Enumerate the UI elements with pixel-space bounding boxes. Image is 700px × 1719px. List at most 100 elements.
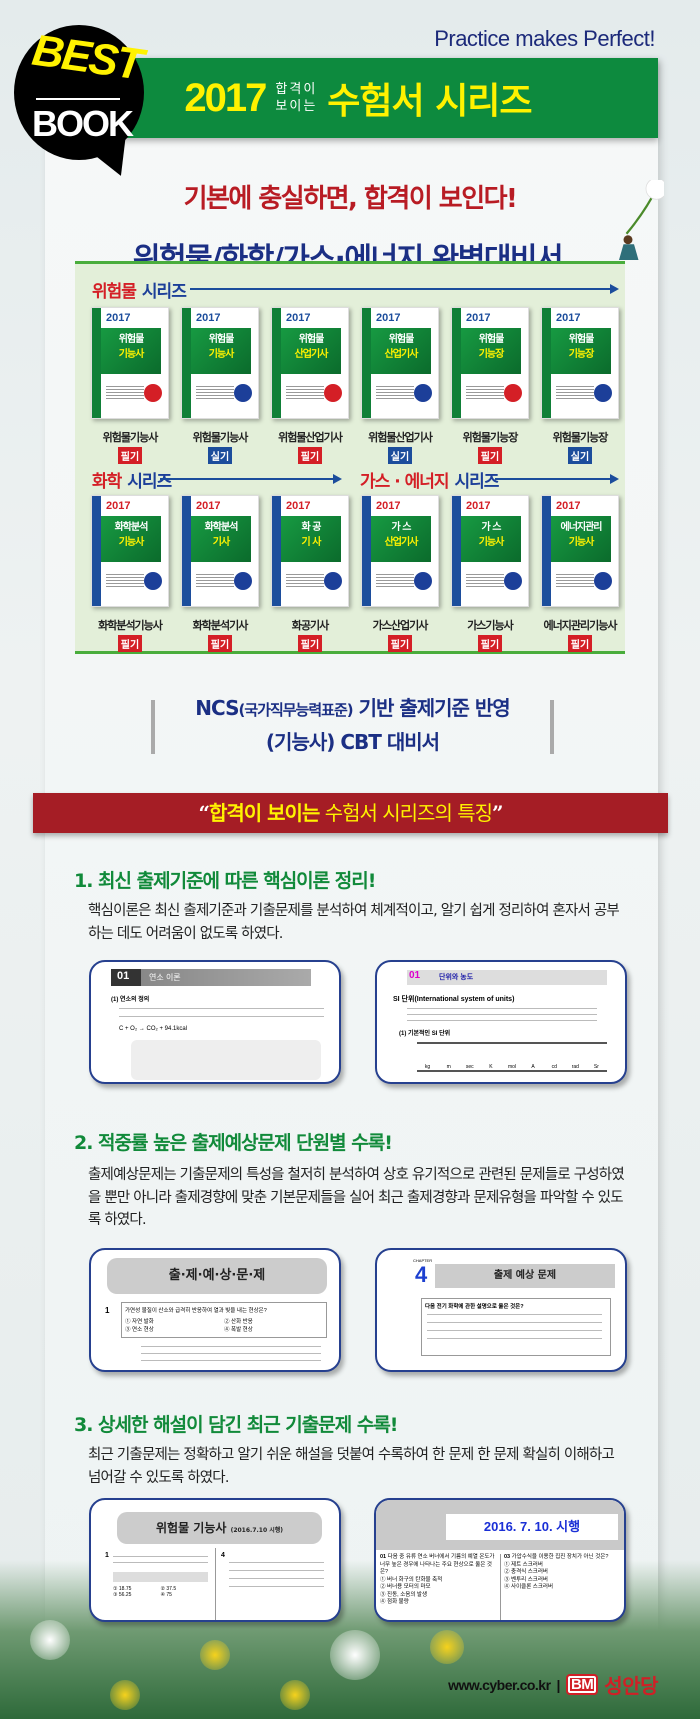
- headline-red: 기본에 충실하면, 합격이 보인다!: [183, 184, 518, 214]
- dandelion-girl-illustration: [619, 180, 664, 260]
- section-1-body: 핵심이론은 최신 출제기준과 기출문제를 분석하여 체계적이고, 알기 쉽게 정…: [88, 903, 620, 942]
- book-type-badge: 실기: [207, 447, 233, 464]
- book-type-badge: 실기: [567, 447, 593, 464]
- unit-cell: kg: [424, 1064, 431, 1070]
- book-type-badge: 필기: [207, 635, 233, 652]
- option-text: ② 산화 반응: [224, 1319, 253, 1325]
- publisher-url[interactable]: www.cyber.co.kr: [448, 1676, 551, 1693]
- bm-logo: BM: [565, 1674, 599, 1695]
- option-text: ② 충격식 스크러버: [504, 1569, 548, 1575]
- option-text: ④ 75: [160, 1592, 172, 1598]
- book-type-badge: 필기: [477, 635, 503, 652]
- sample-page-past-exam-right: 2016. 7. 10. 시행 01 다음 중 유류 연소 버너에서 기름의 예…: [374, 1498, 626, 1622]
- option-text: ④ 점화 불량: [380, 1599, 409, 1605]
- features-banner: “합격이 보이는 수험서 시리즈의 특징”: [33, 793, 668, 833]
- unit-cell: mol: [507, 1064, 517, 1070]
- series-arrow: [160, 474, 342, 484]
- sample-page-expected-questions: 출·제·예·상·문·제 1 가연성 물질이 산소와 급격히 반응하여 열과 빛을…: [89, 1248, 341, 1372]
- best-book-badge: BEST BOOK: [14, 25, 147, 184]
- book-title: 위험물산업기사: [278, 431, 343, 444]
- section-3-heading: 3. 상세한 해설이 담긴 최근 기출문제 수록!: [74, 1414, 398, 1436]
- sample-page-chapter-4: CHAPTER 4 출제 예상 문제 다음 전기 화학에 관한 설명으로 옳은 …: [375, 1248, 627, 1372]
- badge-book: BOOK: [32, 103, 134, 144]
- series-arrow: [495, 474, 619, 484]
- book-type-badge: 필기: [297, 635, 323, 652]
- book-title: 위험물기능장: [552, 431, 609, 444]
- option-text: ③ 연소 현상: [125, 1327, 154, 1333]
- sample-page-units: 01 단위와 농도 SI 단위(International system of …: [375, 960, 627, 1084]
- book-title: 화학분석기사: [192, 619, 249, 632]
- book-type-badge: 필기: [387, 635, 413, 652]
- unit-cell: A: [531, 1064, 535, 1070]
- option-text: ② 37.5: [160, 1586, 177, 1592]
- tagline: Practice makes Perfect!: [434, 26, 655, 51]
- section-3-body: 최근 기출문제는 정확하고 알기 쉬운 해설을 덧붙여 수록하여 한 문제 한 …: [88, 1447, 615, 1486]
- option-text: ④ 폭발 현상: [224, 1327, 253, 1333]
- option-text: ③ 벤투리 스크러버: [504, 1576, 548, 1583]
- footer-separator: |: [556, 1676, 561, 1693]
- book-title: 가스산업기사: [372, 619, 429, 632]
- book-type-badge: 필기: [297, 447, 323, 464]
- divider-left: [151, 700, 155, 754]
- publisher-name: 성안당: [604, 1674, 658, 1698]
- banner-series-title: 수험서 시리즈: [327, 81, 532, 122]
- option-text: ② 버너용 모터의 마모: [380, 1584, 431, 1590]
- section-1-heading: 1. 최신 출제기준에 따른 핵심이론 정리!: [74, 870, 376, 892]
- option-text: ③ 56.25: [113, 1592, 132, 1598]
- divider-right: [550, 700, 554, 754]
- book-type-badge: 필기: [477, 447, 503, 464]
- unit-cell: Sr: [593, 1064, 599, 1070]
- book-type-badge: 실기: [387, 447, 413, 464]
- cbt-line: (기능사) CBT 대비서: [265, 730, 440, 754]
- book-title: 위험물기능사: [102, 431, 159, 444]
- unit-cell: sec: [465, 1064, 474, 1070]
- unit-cell: K: [489, 1064, 493, 1070]
- book-type-badge: 필기: [117, 635, 143, 652]
- unit-cell: cd: [551, 1064, 557, 1070]
- book-title: 위험물산업기사: [368, 431, 433, 444]
- book-type-badge: 필기: [567, 635, 593, 652]
- book-title: 가스기능사: [467, 619, 514, 632]
- book-title: 화학분석기능사: [98, 619, 163, 632]
- unit-cell: rad: [571, 1064, 579, 1070]
- option-text: ① 자연 발화: [125, 1319, 154, 1325]
- book-title: 위험물기능장: [462, 431, 519, 444]
- option-text: ① 18.75: [113, 1586, 132, 1592]
- q1-text: 다음 중 유류 연소 버너에서 기름의 예열 온도가 너무 높은 경우에 나타나…: [380, 1554, 495, 1575]
- option-text: ③ 진동, 소음의 발생: [380, 1591, 428, 1598]
- option-text: ① 버너 화구의 탄화물 축적: [380, 1576, 443, 1583]
- book-type-badge: 필기: [117, 447, 143, 464]
- ncs-statement: NCS(국가직무능력표준) 기반 출제기준 반영 (기능사) CBT 대비서: [160, 692, 545, 758]
- section-2-heading: 2. 적중률 높은 출제예상문제 단원별 수록!: [74, 1132, 393, 1154]
- sample-page-combustion-theory: 01 연소 이론 (1) 연소의 정의 C + O₂ → CO₂ + 94.1k…: [89, 960, 341, 1084]
- option-text: ④ 사이클론 스크러버: [504, 1584, 554, 1590]
